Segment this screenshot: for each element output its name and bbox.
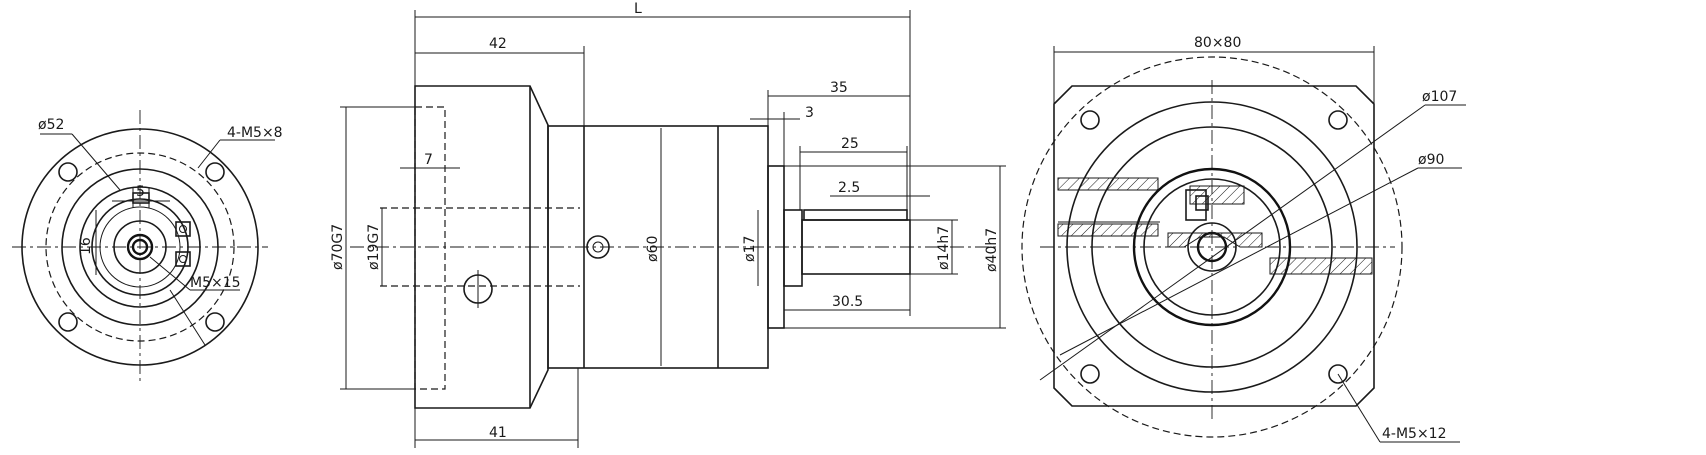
bore-dia-label: ø19G7 xyxy=(366,224,382,270)
front-holes-label: 4-M5×8 xyxy=(227,125,283,141)
outer-dia-label: ø107 xyxy=(1422,89,1457,105)
pcd-label: ø90 xyxy=(1418,152,1444,168)
shoulder-length-label: 3 xyxy=(805,105,814,121)
front-pcd-label: ø52 xyxy=(38,117,64,133)
key-offset-label: 2.5 xyxy=(838,180,860,196)
body-length-label: 41 xyxy=(489,425,507,441)
rear-mount-holes xyxy=(1080,110,1348,384)
front-key-width-label: 5 xyxy=(136,184,145,200)
side-view: L 42 41 7 ø70G7 ø19G7 ø60 ø17 ø14h7 ø40h… xyxy=(330,1,1006,448)
body-dia-label: ø60 xyxy=(645,236,661,262)
shaft-dia-label: ø14h7 xyxy=(936,226,952,270)
key-length-label: 25 xyxy=(841,136,859,152)
overall-length-label: L xyxy=(634,1,642,17)
housing-dia-label: ø70G7 xyxy=(330,224,346,270)
flange-length-label: 42 xyxy=(489,36,507,52)
shaft-key-length-label: 30.5 xyxy=(832,294,863,310)
front-view: ø52 4-M5×8 5 16 M5×15 xyxy=(12,110,283,385)
shaft-length-label: 35 xyxy=(830,80,848,96)
square-label: 80×80 xyxy=(1194,35,1241,51)
pilot-dia-label: ø40h7 xyxy=(984,228,1000,272)
front-mount-holes xyxy=(58,162,225,332)
shoulder-dia-label: ø17 xyxy=(742,236,758,262)
front-key-height-label: 16 xyxy=(78,237,94,255)
pilot-depth-label: 7 xyxy=(424,152,433,168)
front-tap-label: M5×15 xyxy=(190,275,241,291)
rear-view: 80×80 ø107 ø90 4-M5×12 xyxy=(1021,35,1466,443)
rear-holes-label: 4-M5×12 xyxy=(1382,426,1447,442)
